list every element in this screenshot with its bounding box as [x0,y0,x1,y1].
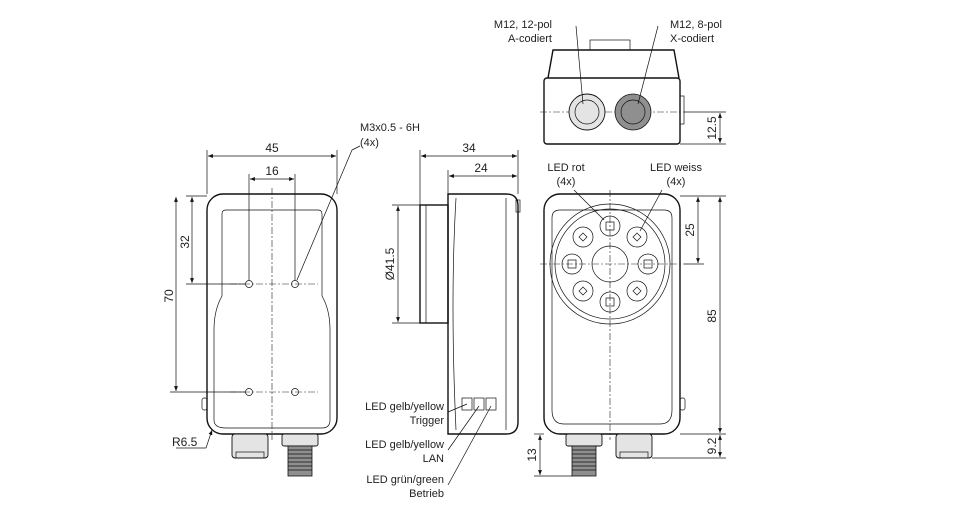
conn-a-leader [575,25,584,105]
led-run-leader [447,405,492,486]
dim-12-5: 12.5 [705,116,719,140]
dim-diameter: Ø41.5 [383,247,397,280]
front-connector-x-thread [571,445,597,477]
side-contour [452,197,457,431]
led-red-line2: (4x) [557,176,576,188]
led-lan-line2: LAN [423,453,444,465]
led-white [626,226,648,248]
thread-callout-line1: M3x0.5 - 6H [360,122,420,134]
connector-a-face [568,93,606,131]
conn-x-line2: X-codiert [670,33,714,45]
dim-16: 16 [265,164,279,178]
led-red-chip [605,297,615,307]
radius-leader-arrow [205,429,213,449]
led-lan-line1: LED gelb/yellow [365,439,444,451]
led-red [599,215,621,237]
dim-85: 85 [705,309,719,323]
side-view: 34 24 Ø41.5 LED gelb/yellow Trigger LED … [365,141,521,500]
side-clip [201,397,208,411]
led-red [637,253,659,275]
dim-70: 70 [162,289,176,303]
front-thread-hatching [572,449,596,471]
connector-x-face [614,93,652,131]
connector-x [281,433,319,447]
top-side-clip [679,95,685,125]
led-trigger-line2: Trigger [410,415,445,427]
connector-a [231,433,269,459]
conn-x-leader [637,25,659,105]
led-lan-leader [447,405,480,451]
thread-leader-tick [351,145,361,151]
dim-34: 34 [462,141,476,155]
top-housing-upper [547,49,680,79]
led-white [572,226,594,248]
front-connector-a-nut [619,451,649,459]
thread-hatching [288,449,312,471]
dim-13: 13 [525,448,539,462]
led-trigger-line1: LED gelb/yellow [365,401,444,413]
front-inner-outline [551,209,673,425]
conn-x-line1: M12, 8-pol [670,19,722,31]
front-side-clip [679,397,686,411]
front-connector-a [615,433,653,459]
led-run-line2: Betrieb [409,488,444,500]
conn-a-line2: A-codiert [508,33,552,45]
top-housing [543,77,681,145]
dim-24: 24 [474,161,488,175]
front-connector-x [565,433,603,447]
thread-hole [245,388,253,396]
radius-label: R6.5 [172,435,198,449]
led-red [599,291,621,313]
thread-hole [245,280,253,288]
front-housing [543,193,681,435]
connector-x-inner [620,99,646,125]
thread-leader [296,149,353,281]
dim-32: 32 [178,235,192,249]
dim-25: 25 [683,223,697,237]
led-trigger-leader [447,403,468,413]
back-view: 45 16 32 70 R6.5 M3x0.5 - 6H (4x) [162,122,420,477]
top-lens-hood [589,39,631,51]
led-white-chip [632,232,642,242]
side-clip [515,199,521,213]
front-view: LED rot (4x) LED weiss (4x) 25 85 9.2 13 [525,162,726,477]
dim-45: 45 [265,141,279,155]
led-red-leader [573,189,605,221]
led-red-chip [605,221,615,231]
connector-x-thread [287,445,313,477]
led-white-leader [639,189,663,232]
dim-9-2: 9.2 [705,437,719,454]
led-white-chip [578,286,588,296]
led-red-line1: LED rot [547,162,584,174]
led-white-chip [578,232,588,242]
led-white [572,280,594,302]
led-window-run [485,397,497,411]
led-window-trigger [461,397,473,411]
led-window-lan [473,397,485,411]
led-white-chip [632,286,642,296]
led-red-chip [567,259,577,269]
back-inner-outline [213,209,331,429]
side-housing [447,193,519,435]
led-white [626,280,648,302]
led-red [561,253,583,275]
led-red-chip [643,259,653,269]
led-white-line2: (4x) [667,176,686,188]
led-white-line1: LED weiss [650,162,702,174]
lens-hood [419,204,449,324]
connector-a-inner [574,99,600,125]
thread-hole [291,388,299,396]
led-run-line1: LED grün/green [366,474,444,486]
thread-hole [291,280,299,288]
top-view: M12, 12-pol A-codiert M12, 8-pol X-codie… [494,19,726,145]
thread-callout-line2: (4x) [360,137,379,149]
connector-a-nut [235,451,265,459]
conn-a-line1: M12, 12-pol [494,19,552,31]
